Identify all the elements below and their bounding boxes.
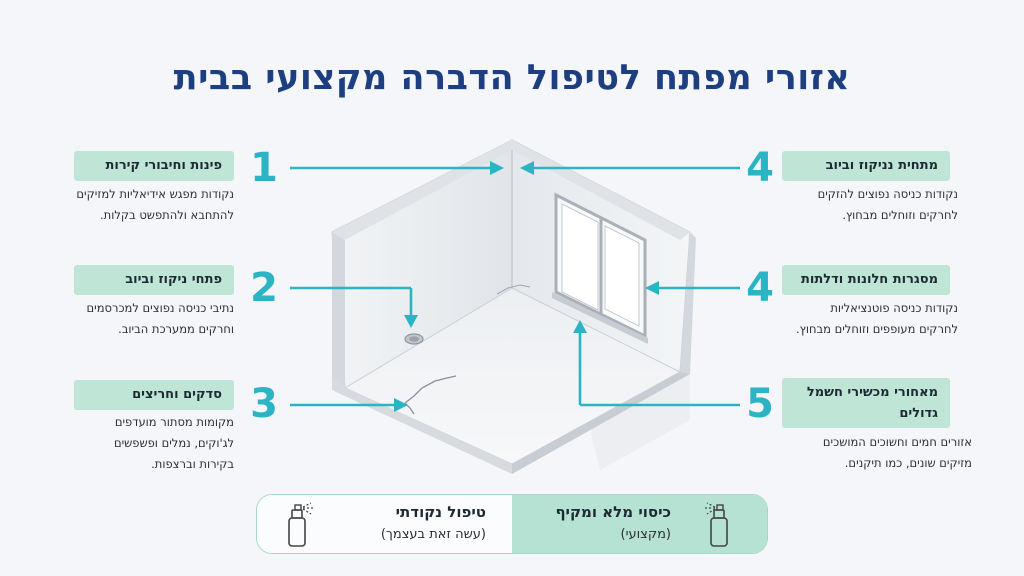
desc-line: לחרקים וזוחלים מבחוץ.	[842, 208, 958, 222]
item-number-4b: 4	[746, 265, 774, 311]
drain	[404, 333, 424, 345]
arrow-2-head	[404, 315, 418, 328]
floor-crack	[404, 375, 457, 404]
full-coverage-sub: (מקצועי)	[620, 527, 672, 542]
window	[552, 192, 648, 344]
desc-drains-right: נקודות כניסה נפוצים להזקים לחרקים וזוחלי…	[782, 184, 958, 226]
full-coverage-title: כיסוי מלא ומקיף	[555, 503, 671, 521]
arrow-4a-head	[520, 161, 534, 175]
arrow-1-head	[490, 161, 504, 175]
spot-treatment-title: טיפול נקודתי	[395, 503, 486, 521]
desc-line: להתחבא ולהתפשט בקלות.	[100, 208, 234, 222]
left-wall-top	[332, 140, 512, 240]
item-number-2: 2	[250, 265, 278, 311]
desc-wall-corners: נקודות מפגש אידיאליות למזיקים להתחבא ולה…	[40, 184, 234, 226]
desc-line: לחרקים מעופפים וזוחלים מבחוץ.	[795, 322, 958, 336]
page-title: אזורי מפתח לטיפול הדברה מקצועי בבית	[173, 58, 851, 98]
arrow-5-head	[573, 320, 587, 333]
label-cracks: סדקים וחריצים	[74, 380, 234, 410]
desc-line: וחרקים ממערכת הביוב.	[118, 322, 234, 336]
desc-drains-left: נתיבי כניסה נפוצים למכרסמים וחרקים ממערכ…	[40, 298, 235, 340]
spray-can-icon	[288, 502, 315, 547]
floor-slab-right	[512, 372, 690, 474]
floor-slab-left	[332, 378, 512, 474]
item-number-5: 5	[746, 381, 774, 427]
spray-can-icon	[703, 502, 728, 547]
spot-treatment-sub: (עשה זאת בעצמך)	[380, 527, 486, 542]
label-window-frames: מסגרות חלונות ודלתות	[782, 265, 950, 295]
desc-line: מקומות מסתור מועדפים	[114, 415, 234, 429]
item-number-4a: 4	[746, 145, 774, 191]
desc-line: לג'וקים, נמלים ופשפשים	[113, 436, 234, 450]
pointer-arrows	[290, 161, 740, 412]
full-coverage-panel: כיסוי מלא ומקיף (מקצועי)	[512, 495, 767, 553]
item-number-1: 1	[250, 145, 278, 191]
desc-appliances: אזורים חמים וחשוכים המושכים מזיקים שונים…	[782, 432, 972, 474]
desc-line: אזורים חמים וחשוכים המושכים	[822, 435, 972, 449]
label-appliances: מאחורי מכשירי חשמל גדולים	[782, 378, 950, 428]
spot-treatment-panel: טיפול נקודתי (עשה זאת בעצמך)	[257, 495, 512, 553]
label-drains-left: פתחי ניקוז וביוב	[74, 265, 234, 295]
arrow-4b-head	[645, 281, 659, 295]
treatment-comparison: טיפול נקודתי (עשה זאת בעצמך) כיסוי מלא ו…	[256, 494, 768, 554]
right-wall-side	[680, 232, 696, 374]
desc-line: נקודות מפגש אידיאליות למזיקים	[76, 187, 234, 201]
arrow-3-head	[394, 398, 408, 412]
desc-cracks: מקומות מסתור מועדפים לג'וקים, נמלים ופשפ…	[40, 412, 234, 475]
back-wall-top	[512, 140, 690, 240]
label-drains-right: מתחית נניקוז וביוב	[782, 151, 950, 181]
desc-line: נקודות כניסה נפוצים להזקים	[817, 187, 958, 201]
item-number-3: 3	[250, 381, 278, 427]
desc-line: בקירות וברצפות.	[151, 457, 234, 471]
corner-crack	[496, 284, 531, 295]
desc-line: נתיבי כניסה נפוצים למכרסמים	[86, 301, 235, 315]
desc-line: נקודות כניסה פוטנציאליות	[830, 301, 958, 315]
label-wall-corners: פינות וחיבורי קירות	[74, 151, 234, 181]
desc-line: מזיקים שונים, כמו תיקנים.	[844, 456, 972, 470]
left-wall-side	[332, 232, 345, 388]
desc-window-frames: נקודות כניסה פוטנציאליות לחרקים מעופפים …	[782, 298, 958, 340]
